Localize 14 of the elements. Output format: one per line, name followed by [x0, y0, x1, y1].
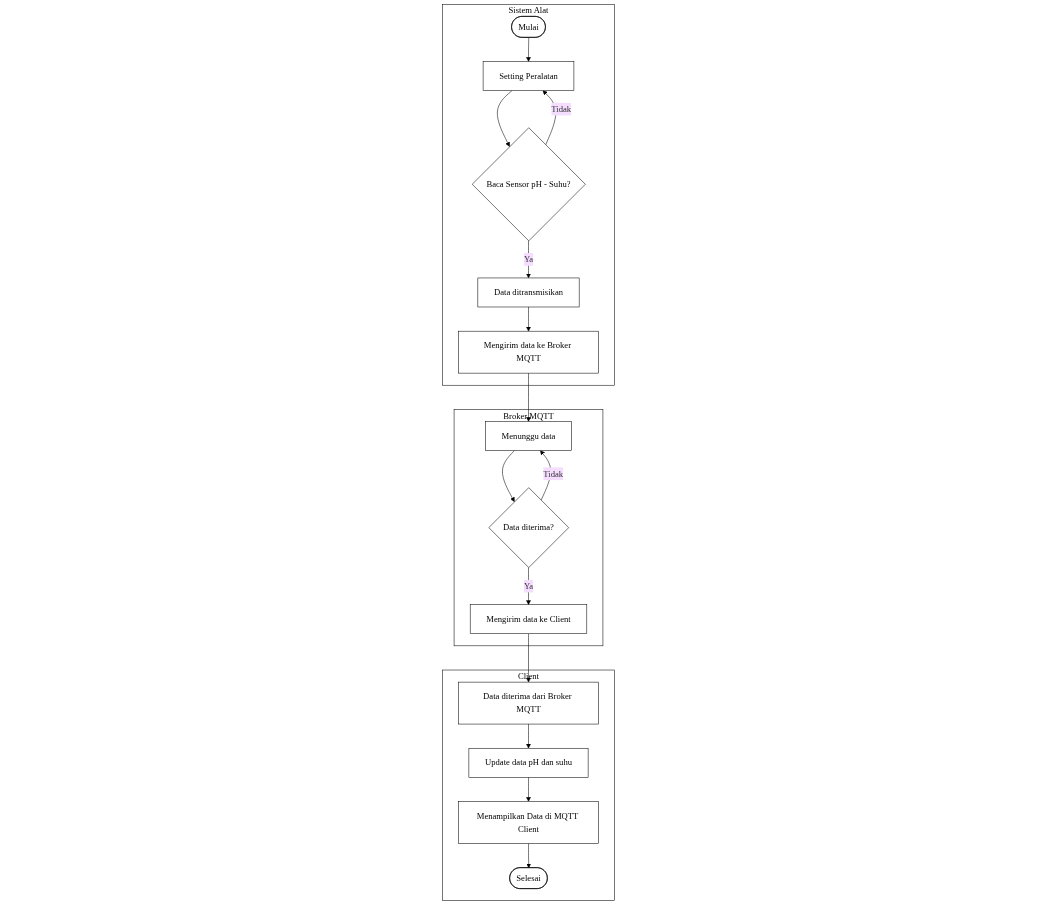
node-box: Menampilkan Data di MQTT Client	[458, 801, 599, 844]
node-box: Menunggu data	[485, 421, 572, 451]
edge-label: Ya	[523, 581, 534, 591]
node-box: Update data pH dan suhu	[468, 748, 589, 778]
node-box: Data diterima dari Broker MQTT	[458, 681, 599, 725]
edge-label: Tidak	[543, 468, 564, 479]
node-box: Data ditransmisikan	[477, 277, 580, 308]
node-box: Mengirim data ke Broker MQTT	[458, 330, 599, 374]
node-diamond: Baca Sensor pH - Suhu?	[471, 127, 586, 242]
node-diamond: Data diterima?	[488, 487, 569, 568]
edge-label: Tidak	[551, 104, 572, 114]
edge-label: Ya	[523, 254, 534, 264]
node-box: Mengirim data ke Client	[469, 604, 588, 634]
node-box: Setting Peralatan	[482, 61, 575, 91]
